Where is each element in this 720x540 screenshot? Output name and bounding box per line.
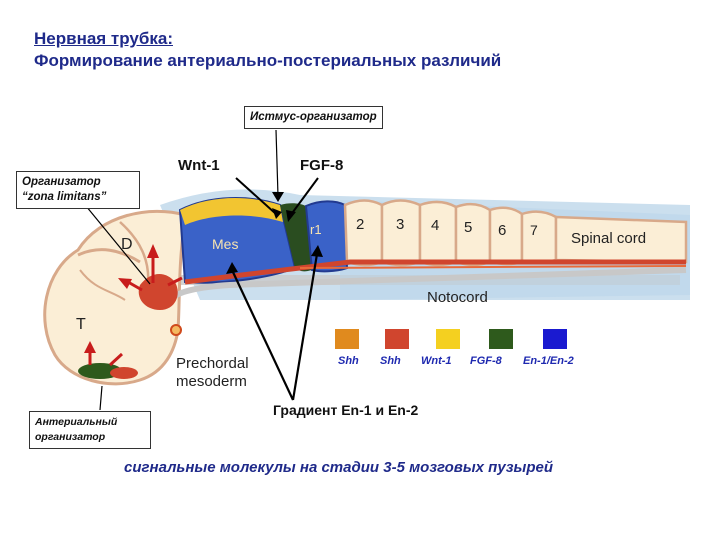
isthmus-organizer-label: Истмус-организатор xyxy=(244,106,383,129)
telencephalon-fold xyxy=(77,248,141,264)
zona-limitans-label: Организатор “zona limitans” xyxy=(16,171,140,209)
zona-label-line2: “zona limitans” xyxy=(22,191,107,203)
prechordal-line1: Prechordal xyxy=(176,355,249,372)
caption: сигнальные молекулы на стадии 3-5 мозгов… xyxy=(124,459,553,476)
zona-arrow-left xyxy=(127,280,143,292)
prechordal-circle xyxy=(170,324,182,336)
legend-swatch-fgf8 xyxy=(489,329,513,349)
spinal-cord-label: Spinal cord xyxy=(571,230,647,247)
anterior-label-line1: Антериальный xyxy=(35,416,118,428)
region-t-label: T xyxy=(76,316,86,333)
prechordal-line2: mesoderm xyxy=(176,373,247,390)
anterior-arrow-right xyxy=(108,352,124,367)
wnt1-label: Wnt-1 xyxy=(178,157,220,174)
legend-swatch-shh-orange xyxy=(335,329,359,349)
region-d-label: D xyxy=(121,236,133,253)
page-subtitle: Формирование антериально-постериальных р… xyxy=(34,51,502,70)
legend-label-wnt1: Wnt-1 xyxy=(421,355,452,367)
region-mes-label: Mes xyxy=(212,236,239,252)
midbrain-yellow xyxy=(180,198,283,225)
legend-swatch-shh-red xyxy=(385,329,409,349)
legend-label-shh-orange: Shh xyxy=(338,355,359,367)
segment-2-label: 2 xyxy=(356,216,365,233)
legend-swatch-wnt1 xyxy=(436,329,460,349)
segment-5-label: 5 xyxy=(464,219,473,236)
floor-plate xyxy=(184,259,686,285)
segment-6-label: 6 xyxy=(498,222,507,239)
floor-plate-inner xyxy=(299,265,687,269)
notocord-label: Notocord xyxy=(427,289,488,306)
legend-label-en: En-1/En-2 xyxy=(523,355,574,367)
prechordal-label: Prechordal mesoderm xyxy=(176,355,249,391)
segment-7-label: 7 xyxy=(530,222,538,238)
zona-arrow-right xyxy=(167,276,183,287)
gradient-label: Градиент En-1 и En-2 xyxy=(273,402,419,418)
page-title: Нервная трубка: xyxy=(34,29,173,48)
legend-label-fgf8: FGF-8 xyxy=(470,355,502,367)
anterior-organizer-label: Антериальный организатор xyxy=(29,411,151,449)
fgf8-label: FGF-8 xyxy=(300,157,344,174)
segment-r1-label: r1 xyxy=(310,222,322,237)
segment-3-label: 3 xyxy=(396,216,405,233)
legend-label-shh-red: Shh xyxy=(380,355,401,367)
legend-swatch-en xyxy=(543,329,567,349)
anterior-label-line2: организатор xyxy=(35,431,106,443)
fold-inner xyxy=(79,269,126,301)
segment-4-label: 4 xyxy=(431,217,440,234)
zona-label-line1: Организатор xyxy=(22,176,101,188)
